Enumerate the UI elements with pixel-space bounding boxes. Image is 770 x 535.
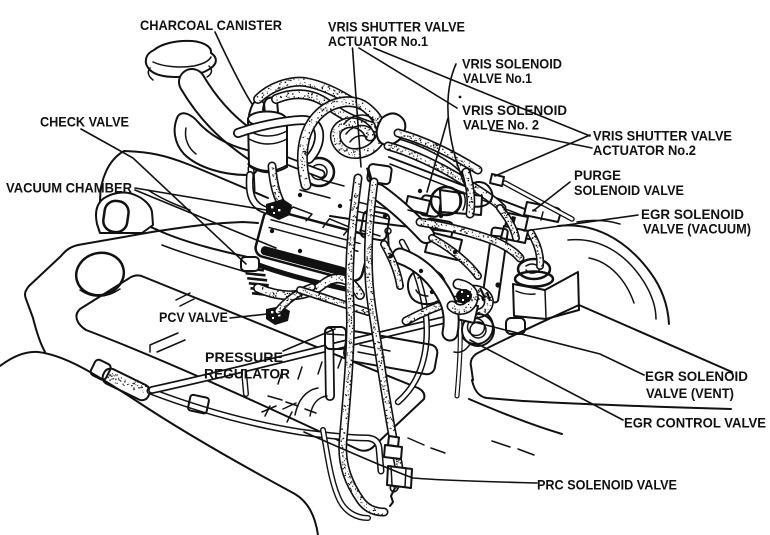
svg-text:EGR SOLENOID: EGR SOLENOID <box>645 368 748 384</box>
svg-text:SOLENOID VALVE: SOLENOID VALVE <box>574 182 684 198</box>
svg-text:VRIS SOLENOID: VRIS SOLENOID <box>462 56 562 72</box>
svg-text:PRESSURE: PRESSURE <box>205 349 283 365</box>
svg-text:VALVE No. 2: VALVE No. 2 <box>463 117 539 133</box>
svg-text:CHECK VALVE: CHECK VALVE <box>40 114 129 130</box>
svg-text:VRIS SHUTTER VALVE: VRIS SHUTTER VALVE <box>593 128 732 144</box>
svg-text:PCV VALVE: PCV VALVE <box>159 309 228 325</box>
svg-text:VALVE No.1: VALVE No.1 <box>463 70 532 86</box>
svg-text:PURGE: PURGE <box>574 167 621 183</box>
svg-text:EGR SOLENOID: EGR SOLENOID <box>641 206 744 222</box>
svg-text:VALVE (VACUUM): VALVE (VACUUM) <box>643 221 751 237</box>
svg-text:VRIS SOLENOID: VRIS SOLENOID <box>462 102 567 118</box>
svg-text:EGR CONTROL VALVE: EGR CONTROL VALVE <box>624 415 766 431</box>
svg-text:PRC SOLENOID VALVE: PRC SOLENOID VALVE <box>537 477 677 493</box>
svg-text:ACTUATOR No.2: ACTUATOR No.2 <box>593 142 696 158</box>
svg-text:VACUUM CHAMBER: VACUUM CHAMBER <box>6 180 132 196</box>
svg-text:ACTUATOR No.1: ACTUATOR No.1 <box>328 33 428 49</box>
svg-text:REGULATOR: REGULATOR <box>204 366 290 382</box>
svg-text:VALVE (VENT): VALVE (VENT) <box>646 385 734 401</box>
svg-text:VRIS SHUTTER VALVE: VRIS SHUTTER VALVE <box>328 19 465 35</box>
svg-text:CHARCOAL CANISTER: CHARCOAL CANISTER <box>140 17 282 33</box>
